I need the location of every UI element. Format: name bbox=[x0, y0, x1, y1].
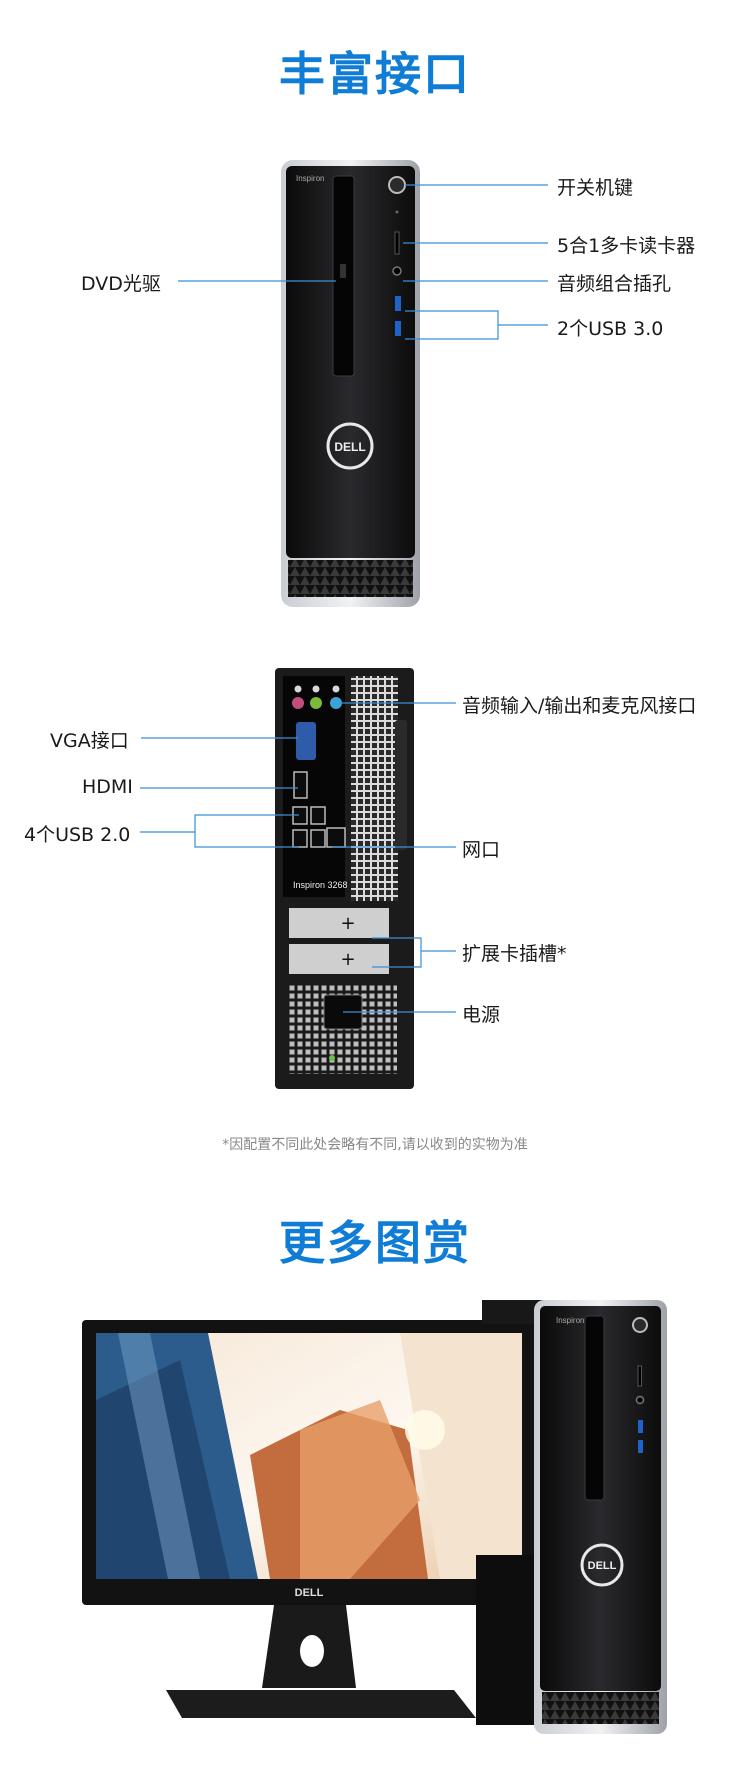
svg-text:+: + bbox=[340, 913, 355, 934]
front-callouts bbox=[178, 184, 548, 340]
section-title-ports: 丰富接口 bbox=[279, 47, 471, 101]
monitor: DELL bbox=[82, 1320, 536, 1718]
rear-model-text: Inspiron 3268 bbox=[293, 880, 348, 890]
label-dvd-drive: DVD光驱 bbox=[81, 273, 161, 295]
front-tower: Inspiron DELL bbox=[281, 160, 420, 607]
svg-text:Inspiron: Inspiron bbox=[556, 1316, 584, 1325]
svg-text:DELL: DELL bbox=[588, 1560, 617, 1572]
footnote: *因配置不同此处会略有不同,请以收到的实物为准 bbox=[222, 1137, 528, 1153]
label-audio-combo: 音频组合插孔 bbox=[557, 273, 672, 295]
svg-text:+: + bbox=[340, 949, 355, 970]
label-power-input: 电源 bbox=[462, 1004, 501, 1026]
label-hdmi: HDMI bbox=[82, 776, 133, 798]
label-audio-io: 音频输入/输出和麦克风接口 bbox=[462, 695, 697, 717]
label-vga: VGA接口 bbox=[50, 730, 129, 752]
label-usb3: 2个USB 3.0 bbox=[557, 318, 664, 340]
front-dell-logo: DELL bbox=[334, 440, 365, 454]
gallery-tower: Inspiron DELL bbox=[476, 1300, 667, 1734]
label-expansion-slots: 扩展卡插槽* bbox=[462, 943, 567, 965]
label-card-reader: 5合1多卡读卡器 bbox=[557, 235, 696, 257]
section-title-gallery: 更多图赏 bbox=[279, 1216, 471, 1270]
rear-tower: Inspiron 3268 + + bbox=[275, 668, 414, 1089]
front-model-text: Inspiron bbox=[296, 174, 324, 183]
label-lan: 网口 bbox=[462, 839, 501, 861]
label-usb2: 4个USB 2.0 bbox=[24, 824, 131, 846]
monitor-dell-logo: DELL bbox=[295, 1587, 324, 1599]
label-power-button: 开关机键 bbox=[557, 177, 634, 199]
rear-callouts bbox=[140, 702, 456, 1013]
